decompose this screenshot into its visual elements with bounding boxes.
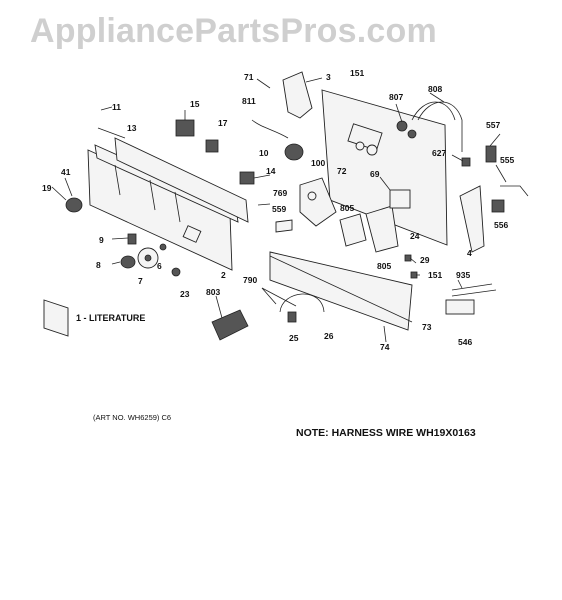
end-cap-part: [459, 185, 485, 253]
callout-935: 935: [456, 270, 470, 280]
callout-73: 73: [422, 322, 432, 332]
callout-559: 559: [272, 204, 286, 214]
connector-part-556: [491, 199, 505, 213]
pressure-switch-part: [284, 143, 304, 161]
callout-23: 23: [180, 289, 190, 299]
callout-3: 3: [326, 72, 331, 82]
callout-546: 546: [458, 337, 472, 347]
hose-part-811: [251, 119, 289, 139]
wire-harness-part: [445, 283, 497, 315]
callout-11: 11: [112, 102, 121, 112]
callout-41: 41: [61, 167, 71, 177]
dial-part-7: [137, 247, 159, 269]
screw-part-29: [404, 254, 412, 262]
callout-557: 557: [486, 120, 500, 130]
timer-part: [299, 177, 337, 227]
callout-808: 808: [428, 84, 442, 94]
callout-17: 17: [218, 118, 228, 128]
hose-part-26: [279, 293, 325, 313]
console-frame-part: [97, 127, 249, 223]
callout-74: 74: [380, 342, 390, 352]
callout-807: 807: [389, 92, 403, 102]
dispenser-part-803: [211, 309, 249, 341]
nut-part-23: [171, 267, 181, 277]
switch-part-17: [205, 139, 219, 153]
callout-769: 769: [273, 188, 287, 198]
callout-19: 19: [42, 183, 52, 193]
callout-25: 25: [289, 333, 299, 343]
callout-labels: 71 3 151 807 808 811 15 11 13 17 10 557 …: [42, 68, 514, 422]
switch-part-15: [175, 110, 195, 137]
callout-9: 9: [99, 235, 104, 245]
knob-part-9: [127, 233, 137, 245]
callout-69: 69: [370, 169, 380, 179]
control-board-part: [365, 189, 411, 253]
callout-803: 803: [206, 287, 220, 297]
callout-7: 7: [138, 276, 143, 286]
callout-4: 4: [467, 248, 472, 258]
screw-part-6: [159, 243, 167, 251]
callout-26: 26: [324, 331, 334, 341]
callout-2: 2: [221, 270, 226, 280]
clip-part-557: [485, 145, 497, 163]
callout-13: 13: [127, 123, 137, 133]
callout-811: 811: [242, 96, 256, 106]
callout-627: 627: [432, 148, 446, 158]
screw-part-627: [461, 157, 471, 167]
knob-part-8: [120, 255, 136, 269]
callout-151-top: 151: [350, 68, 364, 78]
art-number: (ART NO. WH6259) C6: [93, 413, 171, 422]
literature-label: 1 - LITERATURE: [76, 313, 145, 323]
callout-8: 8: [96, 260, 101, 270]
callout-805-upper: 805: [340, 203, 354, 213]
clamp-part-25: [287, 311, 297, 323]
callout-71: 71: [244, 72, 254, 82]
bracket-part-3: [282, 71, 313, 119]
harness-note: NOTE: HARNESS WIRE WH19X0163: [296, 427, 476, 439]
callout-151-bottom: 151: [428, 270, 442, 280]
callout-555: 555: [500, 155, 514, 165]
callout-6: 6: [157, 261, 162, 271]
callout-29: 29: [420, 255, 430, 265]
callout-15: 15: [190, 99, 200, 109]
callout-100: 100: [311, 158, 325, 168]
callout-556: 556: [494, 220, 508, 230]
watermark-logo: AppliancePartsPros.com: [30, 12, 437, 50]
inlet-hose-part: [396, 101, 463, 152]
clip-part-14: [239, 171, 255, 185]
leader-lines: [51, 77, 507, 343]
trim-strip-part: [269, 251, 413, 331]
literature-booklet-icon: [43, 299, 69, 337]
rear-panel-part: [321, 89, 448, 246]
callout-10: 10: [259, 148, 269, 158]
callout-790: 790: [243, 275, 257, 285]
knob-part: [65, 197, 83, 213]
sensor-part-555: [500, 185, 529, 197]
callout-805-lower: 805: [377, 261, 391, 271]
callout-24: 24: [410, 231, 420, 241]
callout-72: 72: [337, 166, 347, 176]
cover-part-559: [275, 219, 293, 233]
valve-part-805: [339, 213, 367, 247]
callout-14: 14: [266, 166, 276, 176]
